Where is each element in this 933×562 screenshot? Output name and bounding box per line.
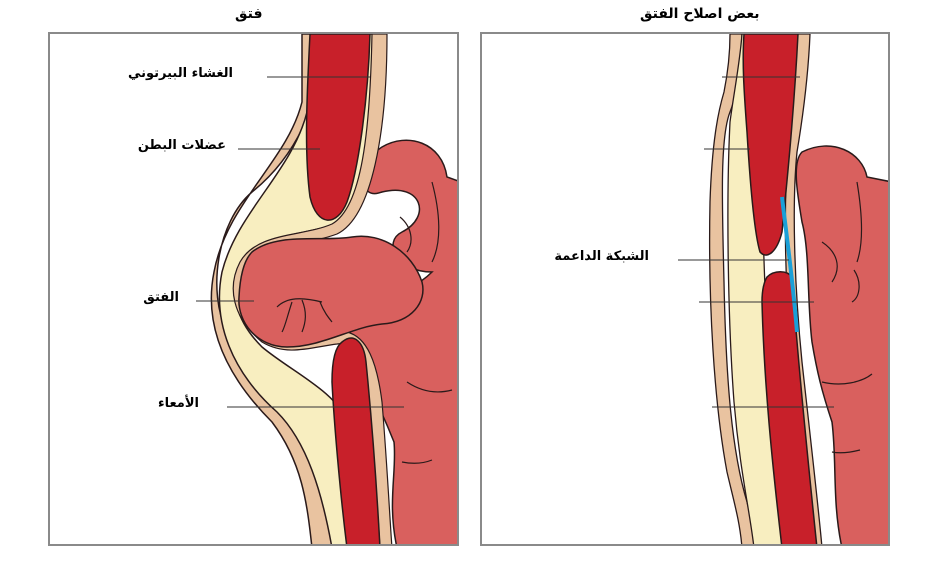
hernia-repair-illustration (678, 34, 888, 544)
hernia-illustration (196, 34, 457, 544)
hernia-repair-diagram-panel (480, 32, 890, 546)
label-abdominal-muscles: عضلات البطن (137, 138, 226, 153)
right-panel-title: بعض اصلاح الفتق (640, 6, 760, 22)
label-hernia: الفتق (143, 290, 179, 305)
label-peritoneum: الغشاء البيرتوني (127, 66, 233, 81)
left-panel-title: فتق (235, 6, 263, 22)
hernia-diagram-panel (48, 32, 459, 546)
label-intestines: الأمعاء (157, 396, 199, 411)
label-support-mesh: الشبكة الداعمة (554, 249, 649, 264)
